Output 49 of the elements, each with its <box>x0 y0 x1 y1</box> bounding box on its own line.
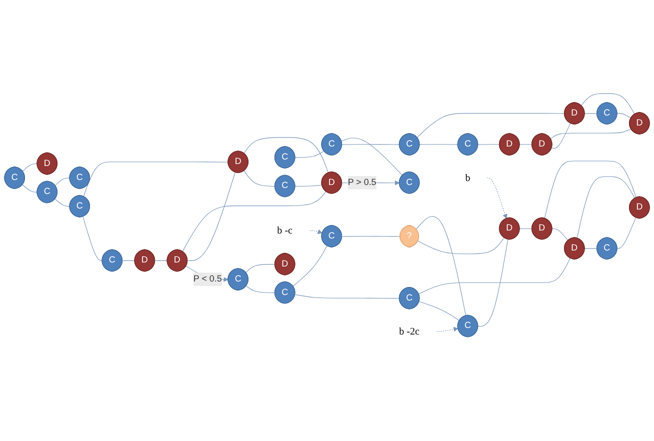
connector <box>617 217 636 249</box>
connector <box>182 191 326 252</box>
connector <box>82 216 103 261</box>
edge-label: P < 0.5 <box>193 274 222 284</box>
connector <box>246 286 276 294</box>
connector <box>419 144 458 145</box>
connector <box>584 248 598 249</box>
connector <box>83 162 228 197</box>
connector <box>294 294 400 299</box>
connector <box>22 163 38 172</box>
connector <box>617 113 632 118</box>
edge-label: P > 0.5 <box>348 178 376 188</box>
connector <box>187 172 236 261</box>
connector <box>519 228 532 230</box>
connector <box>552 228 568 241</box>
connector <box>584 113 598 114</box>
connector <box>478 144 500 145</box>
connector <box>154 260 168 261</box>
connector <box>342 236 400 237</box>
connector <box>544 160 636 219</box>
arrow <box>486 177 508 219</box>
connector <box>294 150 324 158</box>
connector <box>292 245 328 286</box>
arrow <box>308 229 323 234</box>
connector <box>54 178 70 186</box>
connector <box>576 176 636 238</box>
connector <box>416 216 466 316</box>
connector <box>550 128 632 140</box>
connector <box>418 301 460 321</box>
connector <box>22 184 38 193</box>
connector <box>416 113 565 138</box>
connector <box>54 198 70 207</box>
node-text: b -c <box>277 224 292 236</box>
connector <box>418 237 504 254</box>
connector <box>342 144 400 145</box>
connector <box>478 239 508 327</box>
connector <box>294 184 322 187</box>
connector <box>519 144 532 145</box>
connector <box>122 260 136 261</box>
connector <box>418 258 570 294</box>
connector <box>341 138 403 176</box>
connector <box>580 93 635 115</box>
connector <box>244 137 329 174</box>
connector <box>244 170 276 187</box>
connector <box>551 122 571 149</box>
node-text: b -2c <box>399 326 420 337</box>
connector <box>246 264 276 273</box>
arrow <box>436 326 458 332</box>
node-text: b <box>465 172 470 184</box>
